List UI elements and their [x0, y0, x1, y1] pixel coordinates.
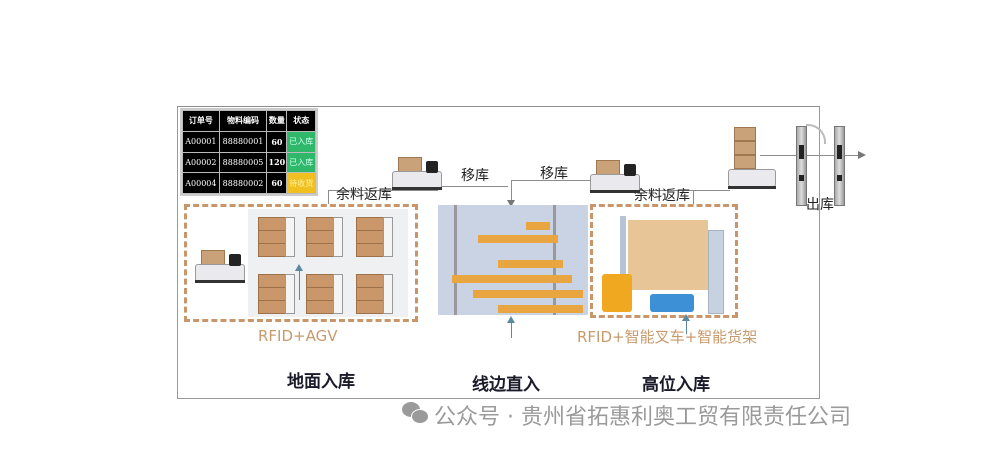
zone-tech-label: RFID+智能叉车+智能货架: [577, 328, 758, 346]
zone-title: 地面入库: [287, 372, 355, 392]
return-label-right: 余料返库: [634, 188, 690, 204]
signal-icon: [806, 124, 826, 144]
connector-line: [328, 190, 438, 191]
agv-icon: [590, 160, 640, 194]
flow-line: [686, 320, 687, 334]
table-row: A00001 88880001 60 已入库: [182, 130, 316, 153]
flow-line: [299, 270, 300, 300]
header-status: 状态: [286, 110, 316, 132]
qty-cell: 60: [266, 130, 288, 153]
connector-line: [630, 190, 730, 191]
header-order: 订单号: [182, 110, 220, 132]
zone-tech-label: RFID+AGV: [258, 327, 338, 345]
header-code: 物料编码: [218, 110, 268, 132]
arrow-right-icon: [858, 151, 866, 159]
agv-icon: [392, 157, 442, 191]
outbound-label: 出库: [806, 197, 834, 213]
flow-line: [511, 322, 512, 338]
connector-line: [511, 180, 512, 202]
shelf-stack-icon: [306, 272, 343, 314]
arrow-down-icon: [507, 200, 515, 207]
rfid-gate-icon: [796, 126, 807, 206]
ground-storage-zone: [184, 204, 418, 322]
arrow-up-icon: [507, 316, 515, 323]
code-cell: 88880001: [218, 130, 268, 153]
connector-line: [693, 190, 694, 204]
shelf-stack-icon: [306, 215, 343, 257]
code-cell: 88880002: [218, 172, 268, 194]
wechat-icon: [402, 402, 429, 424]
connector-line: [511, 180, 591, 181]
loaded-agv-icon: [728, 127, 778, 191]
move-label-left: 移库: [461, 168, 489, 184]
arrow-up-icon: [682, 314, 690, 321]
status-badge: 已入库: [286, 151, 316, 174]
shelf-stack-icon: [258, 215, 295, 257]
high-bay-rack-image: [598, 210, 730, 314]
order-cell: A00001: [182, 130, 220, 153]
move-label-right: 移库: [540, 166, 568, 182]
shelf-stack-icon: [356, 215, 393, 257]
status-badge: 待收货: [286, 172, 316, 194]
high-bay-zone: [590, 204, 738, 318]
flow-rack-image: [438, 205, 588, 315]
header-qty: 数量: [266, 110, 288, 132]
arrow-up-icon: [295, 264, 303, 271]
zone-title: 高位入库: [642, 375, 710, 395]
watermark-text: 公众号 · 贵州省拓惠利奥工贸有限责任公司: [434, 405, 851, 430]
qty-cell: 120: [266, 151, 288, 174]
return-label-left: 余料返库: [336, 187, 392, 203]
shelf-stack-icon: [356, 272, 393, 314]
process-frame: [177, 106, 820, 399]
table-row: A00002 88880005 120 已入库: [182, 151, 316, 174]
connector-line: [438, 186, 508, 187]
inventory-status-board: 订单号 物料编码 数量 状态 A00001 88880001 60 已入库 A0…: [180, 108, 318, 196]
connector-line: [760, 155, 860, 156]
qty-cell: 60: [266, 172, 288, 194]
code-cell: 88880005: [218, 151, 268, 174]
connector-line: [328, 190, 329, 204]
table-row: A00004 88880002 60 待收货: [182, 172, 316, 194]
agv-icon: [195, 250, 245, 284]
rfid-gate-icon: [834, 126, 845, 206]
shelf-stack-icon: [258, 272, 295, 314]
order-cell: A00002: [182, 151, 220, 174]
order-cell: A00004: [182, 172, 220, 194]
zone-title: 线边直入: [472, 375, 540, 395]
status-badge: 已入库: [286, 130, 316, 153]
